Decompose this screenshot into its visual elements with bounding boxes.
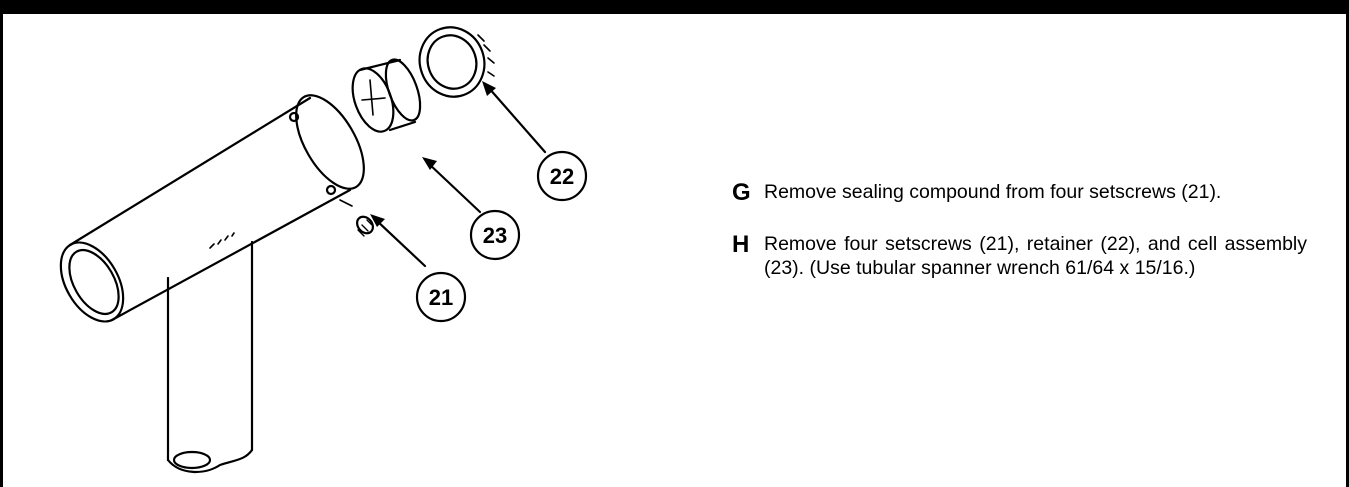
callout-label-22: 22 [550, 164, 574, 189]
callout-label-23: 23 [483, 223, 507, 248]
step-text: Remove four setscrews (21), retainer (22… [764, 233, 1307, 279]
callout-circle-21 [415, 271, 467, 323]
setscrew [339, 199, 374, 237]
step-letter: H [732, 231, 750, 258]
callout-label-21: 21 [429, 285, 453, 310]
procedure-steps: G Remove sealing compound from four sets… [732, 180, 1307, 306]
cell-assembly [351, 58, 422, 133]
assembly-illustration: 22 23 21 [59, 26, 588, 473]
step-h: H Remove four setscrews (21), retainer (… [732, 232, 1307, 280]
step-g: G Remove sealing compound from four sets… [732, 180, 1307, 206]
retainer-ring [418, 26, 495, 98]
callout-circle-23 [469, 209, 521, 261]
step-text: Remove sealing compound from four setscr… [764, 181, 1222, 203]
leader-arrows [374, 85, 547, 268]
tube-body [59, 94, 365, 323]
callout-circle-22 [536, 150, 588, 202]
step-letter: G [732, 179, 751, 206]
handle-tube [166, 240, 254, 473]
